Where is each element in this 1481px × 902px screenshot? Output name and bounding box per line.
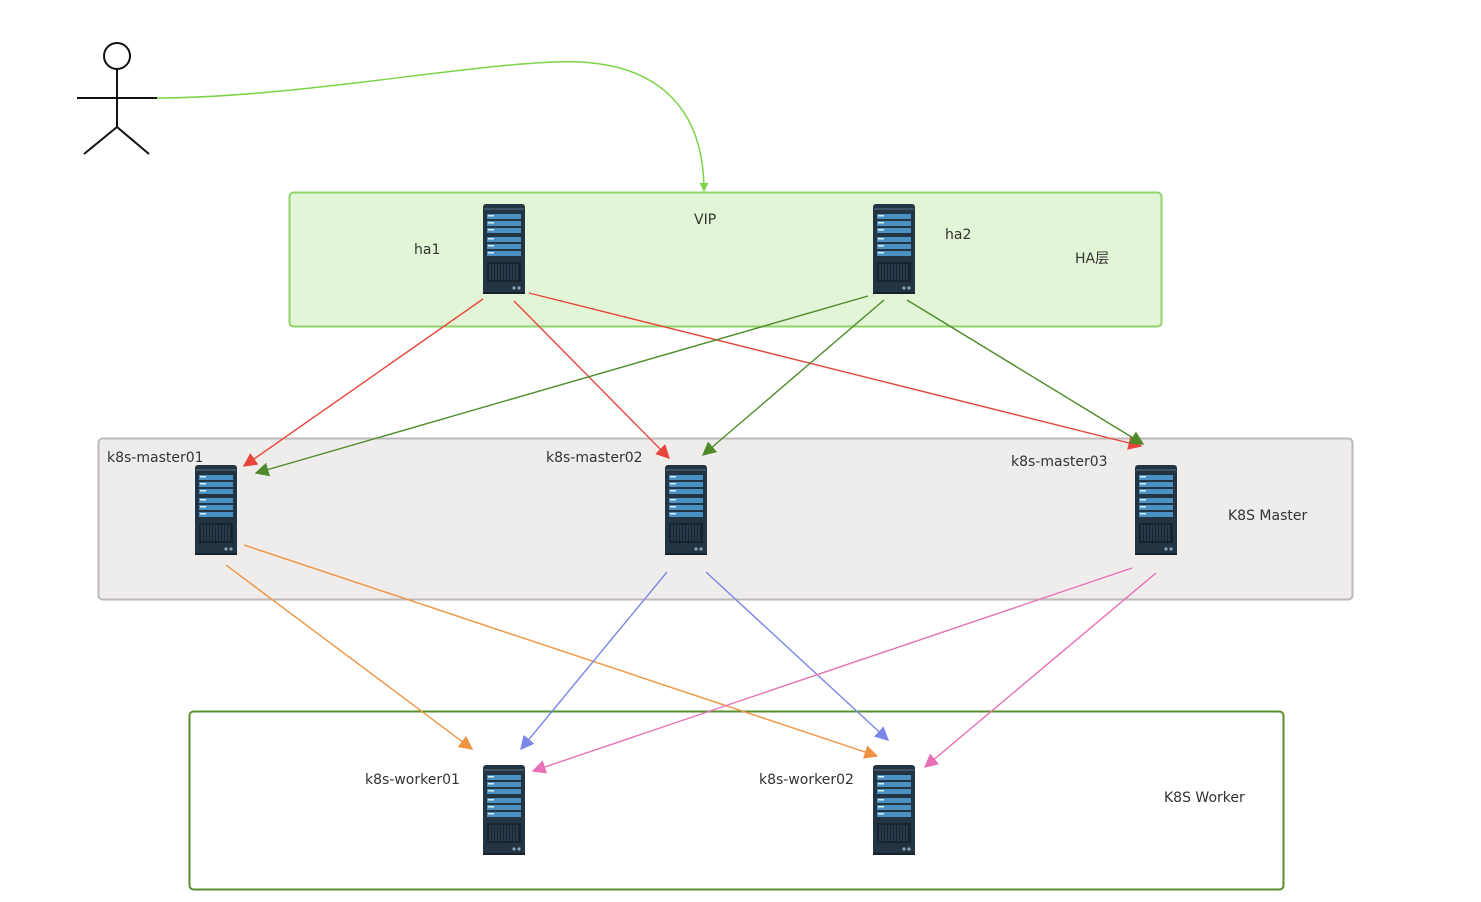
edge-ha2-to-master03	[906, 299, 1145, 445]
layer-label-worker: K8S Worker	[1164, 790, 1245, 806]
k8s-worker-layer-box	[188, 710, 1285, 891]
server-icon-ha2	[872, 203, 916, 295]
edge-master01-to-worker01	[225, 564, 474, 750]
edge-master01-to-worker02	[243, 544, 879, 759]
node-label-ha2: ha2	[945, 227, 971, 243]
server-icon-master02	[664, 464, 708, 556]
edge-ha1-to-master01	[242, 298, 484, 467]
server-icon-worker02	[872, 764, 916, 856]
server-icon-master01	[194, 464, 238, 556]
layer-label-ha: HA层	[1075, 251, 1109, 267]
edge-master03-to-worker01	[531, 567, 1133, 774]
edge-ha1-to-master02	[513, 300, 670, 459]
layer-label-master: K8S Master	[1228, 508, 1307, 524]
server-icon-worker01	[482, 764, 526, 856]
node-label-worker02: k8s-worker02	[759, 772, 854, 788]
node-label-worker01: k8s-worker01	[365, 772, 460, 788]
ha-layer-box	[288, 191, 1163, 328]
edge-master02-to-worker02	[705, 571, 890, 741]
user-stick-figure-icon	[77, 42, 157, 155]
edge-master03-to-worker02	[923, 572, 1157, 768]
vip-label: VIP	[694, 212, 716, 228]
edge-ha1-to-master03	[528, 292, 1143, 450]
edge-ha2-to-master01	[254, 295, 869, 477]
node-label-master01: k8s-master01	[107, 450, 204, 466]
node-label-master02: k8s-master02	[546, 450, 643, 466]
server-icon-ha1	[482, 203, 526, 295]
k8s-master-layer-box	[97, 437, 1354, 601]
edge-master02-to-worker01	[520, 571, 668, 751]
node-label-ha1: ha1	[414, 242, 440, 258]
node-label-master03: k8s-master03	[1011, 454, 1108, 470]
edge-ha2-to-master02	[701, 299, 885, 456]
edge-user-to-vip	[156, 60, 709, 192]
server-icon-master03	[1134, 464, 1178, 556]
